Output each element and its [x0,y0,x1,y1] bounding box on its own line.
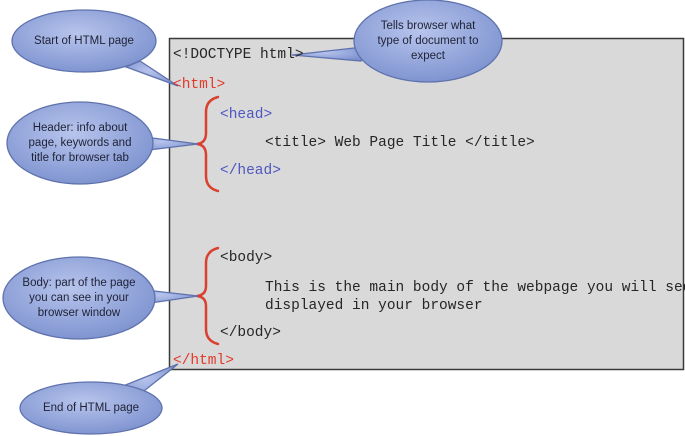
start-html-label: Start of HTML page [34,34,134,47]
end-html-bubble [19,381,163,435]
doctype-line: <!DOCTYPE html> [173,47,304,63]
body-bubble [2,256,156,340]
head-open-tag: <head> [220,107,273,123]
body-close-tag: </body> [220,325,281,341]
body-open-tag: <body> [220,250,273,266]
doctype-label: Tells browser what type of document to e… [377,19,479,62]
title-line: <title> Web Page Title </title> [265,135,535,151]
code-panel [168,37,685,371]
end-html-label: End of HTML page [42,401,140,414]
body-text-line2: displayed in your browser [265,298,483,314]
head-close-tag: </head> [220,163,281,179]
start-html-bubble [11,9,157,73]
header-label: Header: info about page, keywords and ti… [28,121,132,164]
header-bubble [6,101,154,185]
html-open-tag: <html> [173,77,226,93]
body-label: Body: part of the page you can see in yo… [22,276,136,319]
body-text-line1: This is the main body of the webpage you… [265,280,685,296]
doctype-bubble [353,0,503,83]
html-close-tag: </html> [173,353,234,369]
